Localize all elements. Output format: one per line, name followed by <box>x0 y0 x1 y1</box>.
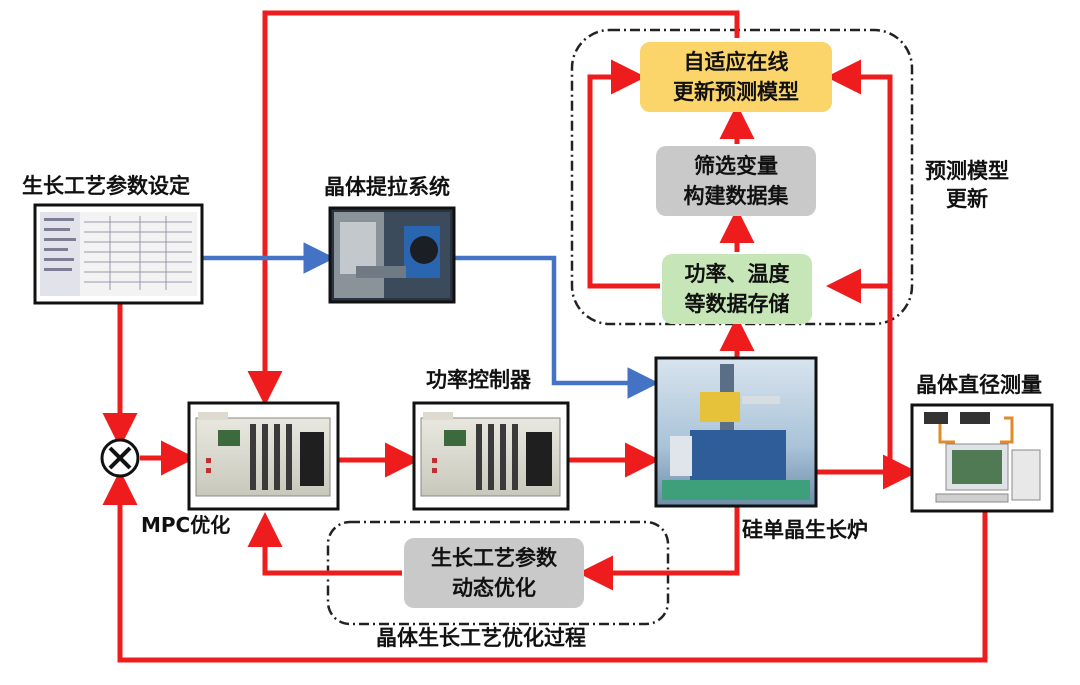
filter-dataset-box: 筛选变量 构建数据集 <box>656 146 816 216</box>
storage-line2: 等数据存储 <box>684 292 790 316</box>
dynamic-line2: 动态优化 <box>452 576 536 600</box>
mpc-label: MPC优化 <box>141 513 231 537</box>
multiply-circle-icon <box>100 438 140 478</box>
adaptive-line2: 更新预测模型 <box>673 80 799 104</box>
adaptive-line1: 自适应在线 <box>683 50 789 74</box>
pulling-system-photo <box>328 206 456 304</box>
power-controller-image <box>412 401 570 511</box>
arrow-furnace-to-dynamic <box>578 506 740 591</box>
filter-line2: 构建数据集 <box>683 184 789 208</box>
power-controller-label: 功率控制器 <box>426 368 531 392</box>
pulling-system-label: 晶体提拉系统 <box>324 175 450 199</box>
process-params-label: 生长工艺参数设定 <box>22 174 190 198</box>
furnace-photo <box>654 356 818 508</box>
arrow-storage-left-loop <box>587 59 660 289</box>
mpc-controller-image <box>187 401 340 511</box>
dynamic-line1: 生长工艺参数 <box>431 546 557 570</box>
arrow-right-to-adaptive <box>826 59 893 472</box>
adaptive-model-update-box: 自适应在线 更新预测模型 <box>640 42 832 112</box>
arrow-dynamic-to-mpc <box>247 512 402 576</box>
arrow-feedback-bottom <box>102 470 988 663</box>
storage-line1: 功率、温度 <box>684 262 790 286</box>
filter-line1: 筛选变量 <box>694 154 778 178</box>
arrow-top-loop <box>247 10 740 406</box>
diameter-measure-photo <box>910 403 1054 513</box>
model-update-label-line2: 更新 <box>946 187 988 211</box>
diameter-measure-label: 晶体直径测量 <box>916 373 1042 397</box>
dynamic-optimization-box: 生长工艺参数 动态优化 <box>404 538 584 608</box>
process-params-screenshot <box>33 203 204 305</box>
arrow-pulling-to-furnace <box>454 255 659 399</box>
furnace-label: 硅单晶生长炉 <box>742 518 868 542</box>
optimization-process-label: 晶体生长工艺优化过程 <box>376 626 586 650</box>
data-storage-box: 功率、温度 等数据存储 <box>662 254 812 324</box>
model-update-label-line1: 预测模型 <box>925 159 1009 183</box>
